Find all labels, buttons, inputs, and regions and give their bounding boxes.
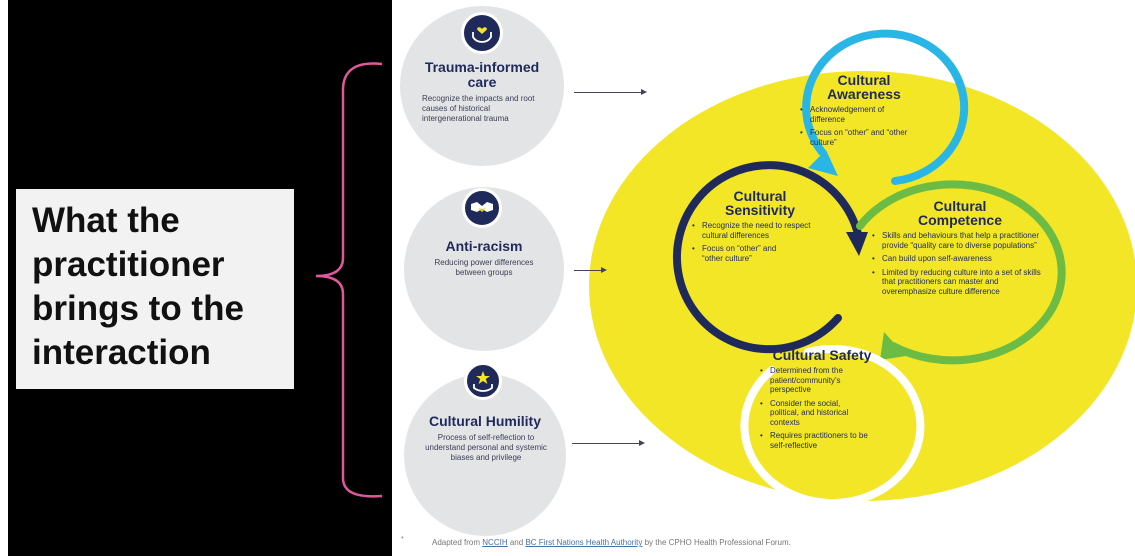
cultural-awareness-block: Cultural Awareness Acknowledgement of di… (798, 73, 930, 151)
cultural-humility-title: Cultural Humility (428, 413, 541, 429)
cultural-awareness-bullet: Acknowledgement of difference (800, 105, 930, 124)
star-in-hand-icon (464, 362, 502, 400)
cultural-safety-block: Cultural Safety Determined from the pati… (752, 348, 892, 454)
footer-and: and (509, 538, 524, 547)
cultural-safety-bullet: Requires practitioners to be self-reflec… (760, 431, 892, 450)
cultural-safety-bullet: Consider the social, political, and hist… (760, 399, 892, 428)
cultural-awareness-bullets: Acknowledgement of difference Focus on “… (798, 105, 930, 147)
cultural-competence-bullet: Skills and behaviours that help a practi… (872, 231, 1050, 250)
cultural-sensitivity-bullet: Focus on “other” and “other culture” (692, 244, 830, 263)
cultural-safety-bullets: Determined from the patient/community’s … (752, 366, 892, 450)
safety-ring (740, 344, 925, 507)
competence-ring (856, 180, 1066, 365)
handshake-icon (462, 188, 502, 228)
anti-racism-title: Anti-racism (445, 238, 523, 254)
cultural-sensitivity-block: Cultural Sensitivity Recognize the need … (690, 189, 830, 267)
intro-callout: What the practitioner brings to the inte… (16, 189, 294, 389)
footnote-asterisk: * (401, 536, 404, 543)
cultural-sensitivity-title: Cultural Sensitivity (724, 188, 796, 218)
anti-racism-connector-arrowhead (601, 267, 607, 273)
trauma-connector-arrowhead (641, 89, 647, 95)
curly-brace (315, 62, 383, 498)
cultural-sensitivity-bullet: Recognize the need to respect cultural d… (692, 221, 830, 240)
sensitivity-ring (672, 161, 868, 354)
nccih-link[interactable]: NCCIH (482, 538, 508, 547)
cultural-humility-description: Process of self-reflection to understand… (425, 433, 547, 462)
footer-suffix: by the CPHO Health Professional Forum. (644, 538, 791, 547)
cultural-competence-title: Cultural Competence (917, 198, 1003, 228)
intro-text: What the practitioner brings to the inte… (32, 201, 244, 372)
left-edge-strip (0, 0, 8, 556)
footer-prefix: Adapted from (432, 538, 481, 547)
humility-connector-arrowhead (639, 440, 645, 446)
cultural-sensitivity-bullets: Recognize the need to respect cultural d… (690, 221, 830, 263)
attribution-footer: Adapted from NCCIH and BC First Nations … (432, 538, 791, 547)
cultural-competence-bullets: Skills and behaviours that help a practi… (870, 231, 1050, 296)
awareness-ring (802, 29, 969, 185)
anti-racism-connector-line (574, 270, 602, 271)
cultural-safety-title: Cultural Safety (772, 347, 872, 363)
trauma-connector-line (574, 92, 642, 93)
heart-in-hands-icon (461, 12, 503, 54)
humility-connector-line (572, 443, 640, 444)
cultural-humility-circle: Cultural Humility Process of self-reflec… (404, 374, 566, 536)
cultural-safety-bullet: Determined from the patient/community’s … (760, 366, 892, 395)
cultural-awareness-title: Cultural Awareness (827, 72, 901, 102)
cultural-competence-bullet: Can build upon self-awareness (872, 254, 1050, 264)
cultural-competence-block: Cultural Competence Skills and behaviour… (870, 199, 1050, 300)
cultural-awareness-bullet: Focus on “other” and “other culture” (800, 128, 930, 147)
anti-racism-description: Reducing power differences between group… (434, 258, 534, 277)
trauma-informed-care-title: Trauma-informed care (424, 59, 540, 90)
trauma-informed-care-description: Recognize the impacts and root causes of… (422, 94, 535, 123)
bc-fnha-link[interactable]: BC First Nations Health Authority (525, 538, 643, 547)
cultural-competence-bullet: Limited by reducing culture into a set o… (872, 268, 1050, 297)
